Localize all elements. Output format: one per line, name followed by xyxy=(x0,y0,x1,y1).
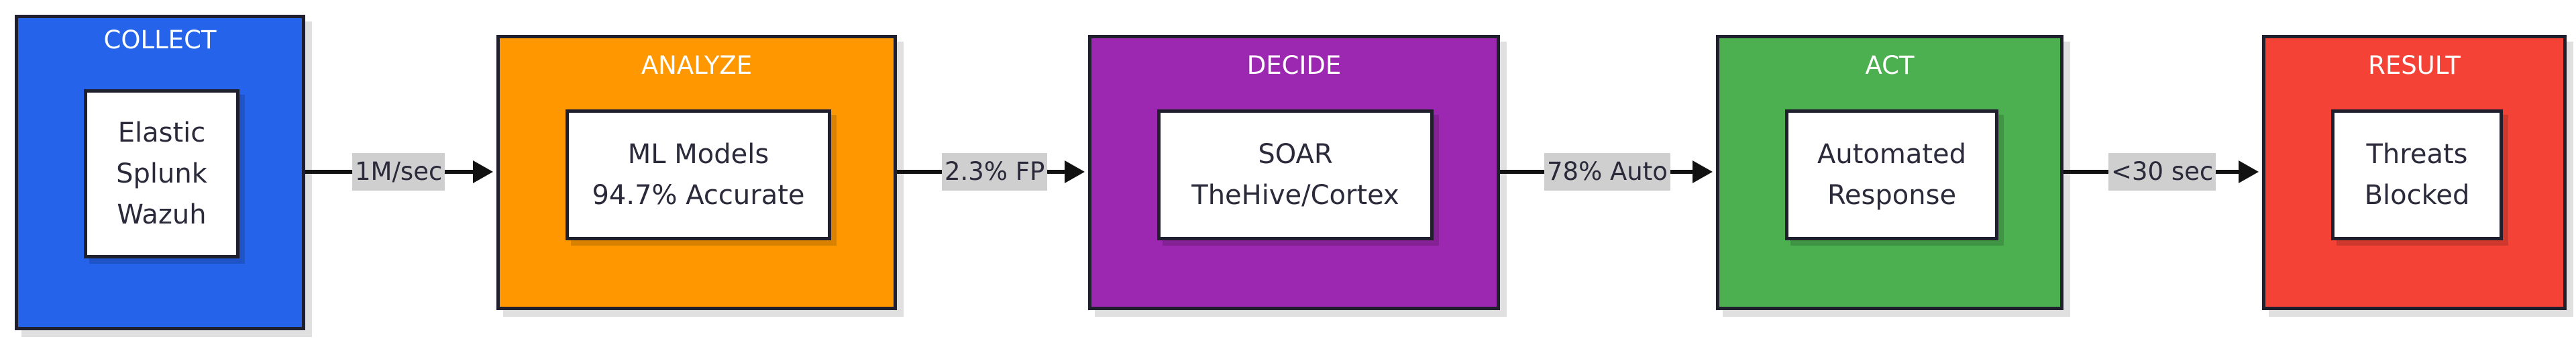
stage-box-analyze: ML Models 94.7% Accurate xyxy=(566,109,831,240)
box-line: TheHive/Cortex xyxy=(1191,179,1399,211)
edge-label: <30 sec xyxy=(2108,153,2216,191)
stage-box-decide: SOAR TheHive/Cortex xyxy=(1157,109,1434,240)
stage-act: ACT Automated Response xyxy=(1716,35,2063,310)
arrowhead xyxy=(1693,160,1713,183)
box-line: Automated xyxy=(1817,138,1967,170)
stage-box-result: Threats Blocked xyxy=(2331,109,2503,240)
stage-box-collect: Elastic Splunk Wazuh xyxy=(84,89,239,258)
edge-label: 1M/sec xyxy=(352,153,445,191)
box-line: ML Models xyxy=(627,138,769,170)
stage-title: DECIDE xyxy=(1246,51,1342,80)
box-line: Elastic xyxy=(117,117,206,148)
stage-title: ACT xyxy=(1865,51,1915,80)
box-line: Threats xyxy=(2366,138,2468,170)
arrowhead xyxy=(1065,160,1085,183)
edge-label: 2.3% FP xyxy=(942,153,1048,191)
stage-decide: DECIDE SOAR TheHive/Cortex xyxy=(1088,35,1500,310)
box-line: Blocked xyxy=(2364,179,2470,211)
arrowhead xyxy=(2239,160,2259,183)
box-line: Response xyxy=(1827,179,1957,211)
stage-box-act: Automated Response xyxy=(1785,109,1998,240)
box-line: Splunk xyxy=(116,158,207,189)
stage-analyze: ANALYZE ML Models 94.7% Accurate xyxy=(496,35,897,310)
stage-collect: COLLECT Elastic Splunk Wazuh xyxy=(15,15,305,330)
box-line: Wazuh xyxy=(117,199,207,230)
box-line: SOAR xyxy=(1258,138,1333,170)
stage-title: COLLECT xyxy=(103,26,217,54)
arrowhead xyxy=(473,160,493,183)
edge-label: 78% Auto xyxy=(1544,153,1670,191)
stage-title: ANALYZE xyxy=(641,51,753,80)
box-line: 94.7% Accurate xyxy=(592,179,805,211)
stage-title: RESULT xyxy=(2368,51,2461,80)
stage-result: RESULT Threats Blocked xyxy=(2262,35,2567,310)
